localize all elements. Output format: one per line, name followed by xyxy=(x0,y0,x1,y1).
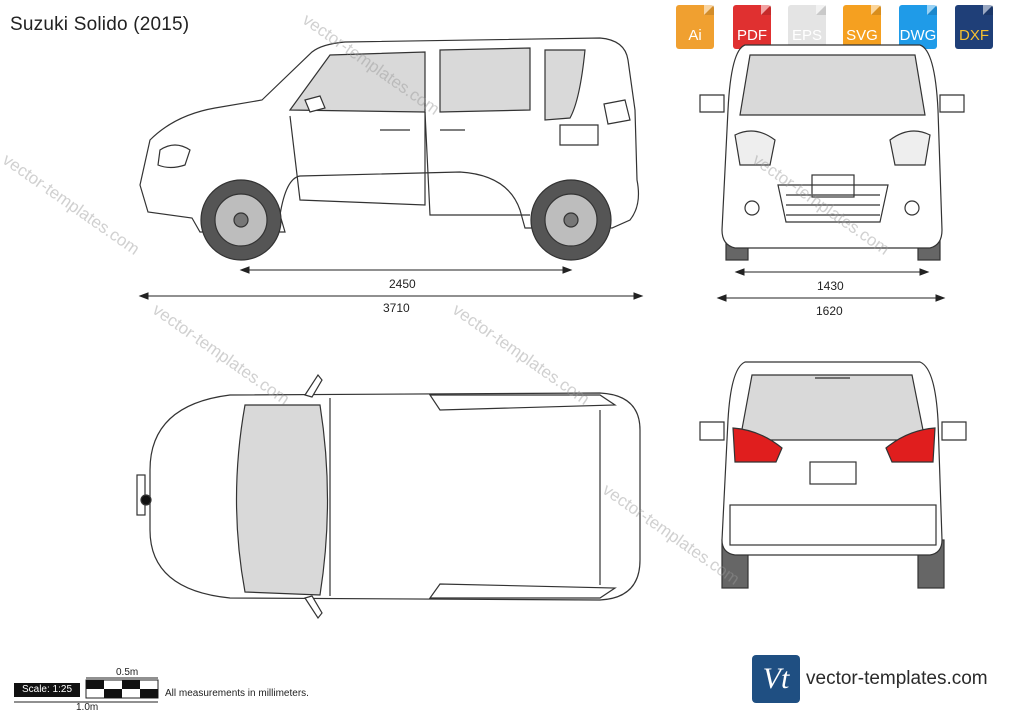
front-view xyxy=(699,44,965,261)
format-eps-button[interactable]: EPS xyxy=(784,5,830,49)
wheelbase-label: 2450 xyxy=(389,277,416,291)
track-label: 1430 xyxy=(817,279,844,293)
format-ai-button[interactable]: Ai xyxy=(672,5,718,49)
side-view xyxy=(139,37,640,261)
page-title: Suzuki Solido (2015) xyxy=(10,14,190,35)
format-dxf-button[interactable]: DXF xyxy=(951,5,997,49)
rear-view xyxy=(699,361,967,589)
scale-one-m-label: 1.0m xyxy=(76,702,99,713)
top-view xyxy=(136,373,641,620)
width-label: 1620 xyxy=(816,304,843,318)
format-pdf-button[interactable]: PDF xyxy=(729,5,775,49)
brand-logo[interactable]: Vt xyxy=(752,655,800,703)
scale-half-m-label: 0.5m xyxy=(116,667,139,678)
scale-label: Scale: 1:25 xyxy=(14,683,80,697)
brand-name-link[interactable]: vector-templates.com xyxy=(806,668,988,689)
length-label: 3710 xyxy=(383,301,410,315)
format-dwg-button[interactable]: DWG xyxy=(895,5,941,49)
scale-bar xyxy=(14,677,159,703)
dimension-lines xyxy=(138,266,946,302)
format-svg-button[interactable]: SVG xyxy=(839,5,885,49)
measurement-note: All measurements in millimeters. xyxy=(165,688,309,699)
